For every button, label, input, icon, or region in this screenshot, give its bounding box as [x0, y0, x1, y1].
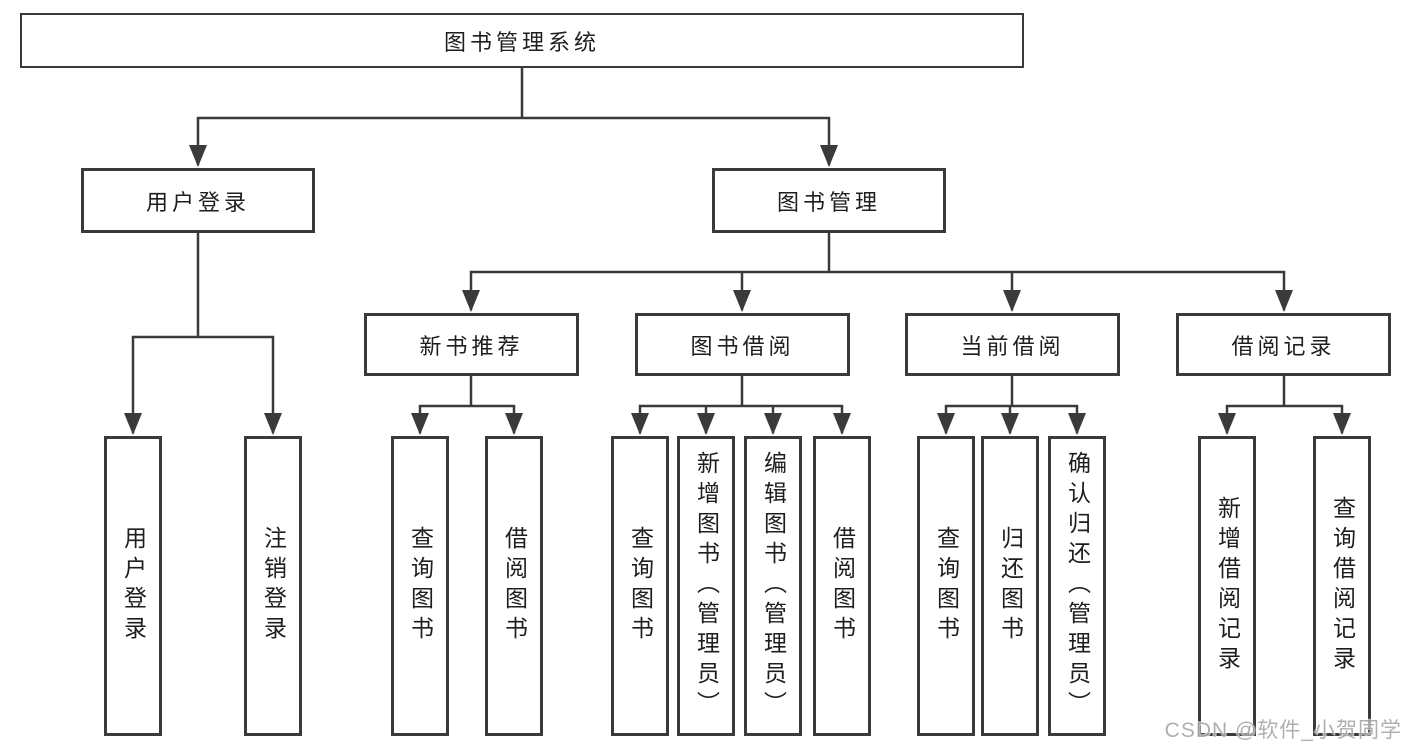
- arrowhead: [820, 145, 838, 167]
- connector-root-to-level1: [196, 66, 831, 166]
- node-root-label: 图书管理系统: [443, 29, 600, 55]
- connector-user-login-to-leaves: [131, 231, 275, 434]
- leaf-confirm-return-admin-label: 确认归还（管理员）: [1064, 451, 1091, 721]
- arrowhead: [1003, 290, 1021, 312]
- connector-book-borrow-to-leaves: [638, 374, 844, 434]
- csdn-watermark: CSDN @软件_小贺同学: [1164, 719, 1402, 742]
- arrowhead: [1275, 290, 1293, 312]
- leaf-borrow-book-recommend: 借阅图书: [485, 436, 543, 736]
- arrowhead: [462, 290, 480, 312]
- leaf-query-book-current: 查询图书: [917, 436, 975, 736]
- node-new-book-recommend-label: 新书推荐: [419, 333, 524, 359]
- node-current-borrow: 当前借阅: [905, 313, 1120, 376]
- connector-borrow-record-to-leaves: [1225, 374, 1344, 434]
- leaf-confirm-return-admin: 确认归还（管理员）: [1048, 436, 1106, 736]
- node-borrow-record: 借阅记录: [1176, 313, 1391, 376]
- arrowhead: [937, 413, 955, 435]
- arrowhead: [1218, 413, 1236, 435]
- leaf-user-login: 用户登录: [104, 436, 162, 736]
- leaf-user-login-label: 用户登录: [120, 526, 147, 646]
- node-book-management-label: 图书管理: [776, 189, 881, 215]
- arrowhead: [505, 413, 523, 435]
- connector-book-mgmt-to-level2: [469, 231, 1286, 311]
- leaf-query-book-recommend-label: 查询图书: [407, 526, 434, 646]
- leaf-query-book-borrow: 查询图书: [611, 436, 669, 736]
- connector-paths: [131, 66, 1344, 434]
- arrowhead: [124, 413, 142, 435]
- node-root: 图书管理系统: [20, 13, 1024, 68]
- leaf-return-book: 归还图书: [981, 436, 1039, 736]
- leaf-edit-book-admin: 编辑图书（管理员）: [744, 436, 802, 736]
- arrowhead: [189, 145, 207, 167]
- leaf-query-book-recommend: 查询图书: [391, 436, 449, 736]
- node-book-borrow: 图书借阅: [635, 313, 850, 376]
- arrowhead: [1001, 413, 1019, 435]
- arrowhead: [833, 413, 851, 435]
- arrowhead: [1068, 413, 1086, 435]
- leaf-query-borrow-record-label: 查询借阅记录: [1329, 496, 1356, 676]
- leaf-add-book-admin-label: 新增图书（管理员）: [693, 451, 720, 721]
- arrowheads: [124, 145, 1351, 435]
- leaf-borrow-book: 借阅图书: [813, 436, 871, 736]
- arrowhead: [697, 413, 715, 435]
- node-book-management: 图书管理: [712, 168, 946, 233]
- leaf-add-book-admin: 新增图书（管理员）: [677, 436, 735, 736]
- leaf-add-borrow-record-label: 新增借阅记录: [1214, 496, 1241, 676]
- leaf-query-book-borrow-label: 查询图书: [627, 526, 654, 646]
- arrowhead: [411, 413, 429, 435]
- leaf-logout-label: 注销登录: [260, 526, 287, 646]
- node-book-borrow-label: 图书借阅: [690, 333, 795, 359]
- node-new-book-recommend: 新书推荐: [364, 313, 579, 376]
- node-borrow-record-label: 借阅记录: [1231, 333, 1336, 359]
- leaf-edit-book-admin-label: 编辑图书（管理员）: [760, 451, 787, 721]
- leaf-query-book-current-label: 查询图书: [933, 526, 960, 646]
- leaf-borrow-book-label: 借阅图书: [829, 526, 856, 646]
- node-current-borrow-label: 当前借阅: [960, 333, 1065, 359]
- arrowhead: [764, 413, 782, 435]
- leaf-logout: 注销登录: [244, 436, 302, 736]
- connector-new-book-to-leaves: [418, 374, 516, 434]
- node-user-login-label: 用户登录: [145, 189, 250, 215]
- leaf-borrow-book-recommend-label: 借阅图书: [501, 526, 528, 646]
- arrowhead: [264, 413, 282, 435]
- arrowhead: [631, 413, 649, 435]
- arrowhead: [1333, 413, 1351, 435]
- leaf-query-borrow-record: 查询借阅记录: [1313, 436, 1371, 736]
- leaf-return-book-label: 归还图书: [997, 526, 1024, 646]
- leaf-add-borrow-record: 新增借阅记录: [1198, 436, 1256, 736]
- arrowhead: [733, 290, 751, 312]
- node-user-login: 用户登录: [81, 168, 315, 233]
